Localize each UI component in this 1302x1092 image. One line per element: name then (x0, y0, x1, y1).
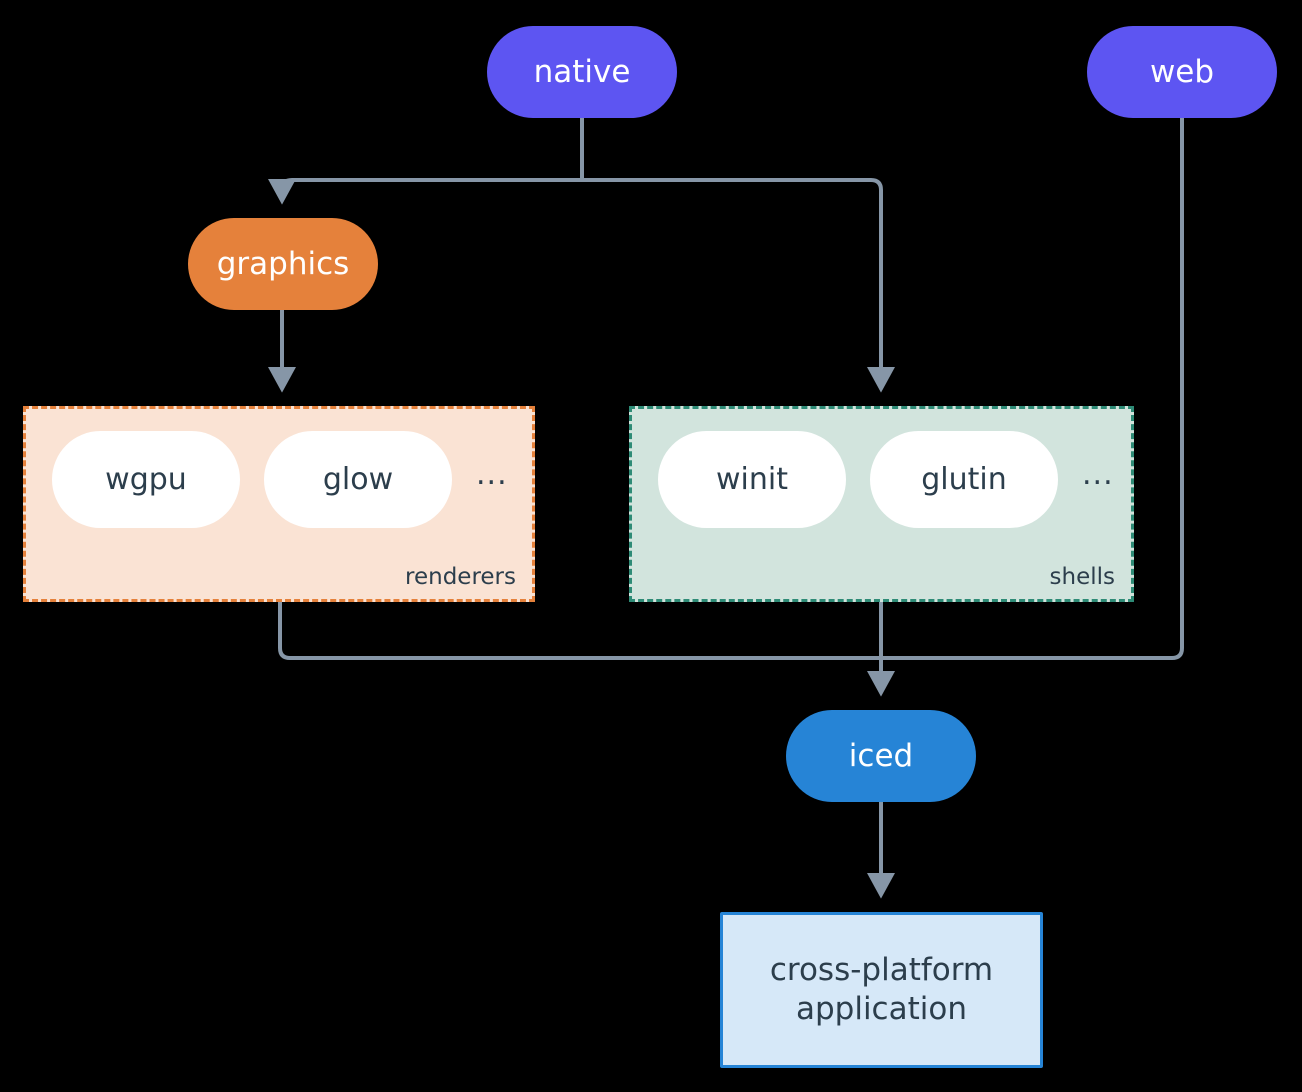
node-application-label-line1: cross-platform (769, 952, 994, 989)
edge-native-to-shells (580, 118, 895, 393)
node-application[interactable]: cross-platform application (720, 912, 1043, 1068)
group-renderers-items: wgpu glow ... (52, 431, 508, 528)
group-renderers-label: renderers (405, 564, 516, 590)
group-shells-label: shells (1049, 564, 1115, 590)
group-shells: winit glutin ... shells (629, 406, 1134, 602)
group-renderers: wgpu glow ... renderers (23, 406, 535, 602)
node-iced-label: iced (848, 737, 914, 774)
chip-wgpu-label: wgpu (105, 462, 187, 497)
group-shells-items: winit glutin ... (658, 431, 1114, 528)
node-application-label-line2: application (795, 991, 967, 1027)
node-iced[interactable]: iced (786, 710, 976, 802)
node-native[interactable]: native (487, 26, 677, 118)
chip-glow-label: glow (322, 462, 394, 497)
chip-glutin-label: glutin (921, 462, 1007, 497)
node-web[interactable]: web (1087, 26, 1277, 118)
chip-wgpu[interactable]: wgpu (52, 431, 240, 528)
edge-renderers-to-iced (278, 602, 881, 660)
node-graphics-label: graphics (216, 245, 350, 282)
node-native-label: native (533, 53, 631, 90)
edge-native-to-graphics (268, 118, 584, 205)
chip-winit-label: winit (716, 462, 788, 497)
node-graphics[interactable]: graphics (188, 218, 378, 310)
shells-overflow-ellipsis: ... (1082, 457, 1114, 492)
chip-glow[interactable]: glow (264, 431, 452, 528)
node-application-label: cross-platform application (770, 951, 993, 1029)
edge-web-to-iced (881, 118, 1184, 660)
node-web-label: web (1149, 53, 1215, 90)
renderers-overflow-ellipsis: ... (476, 457, 508, 492)
chip-glutin[interactable]: glutin (870, 431, 1058, 528)
chip-winit[interactable]: winit (658, 431, 846, 528)
